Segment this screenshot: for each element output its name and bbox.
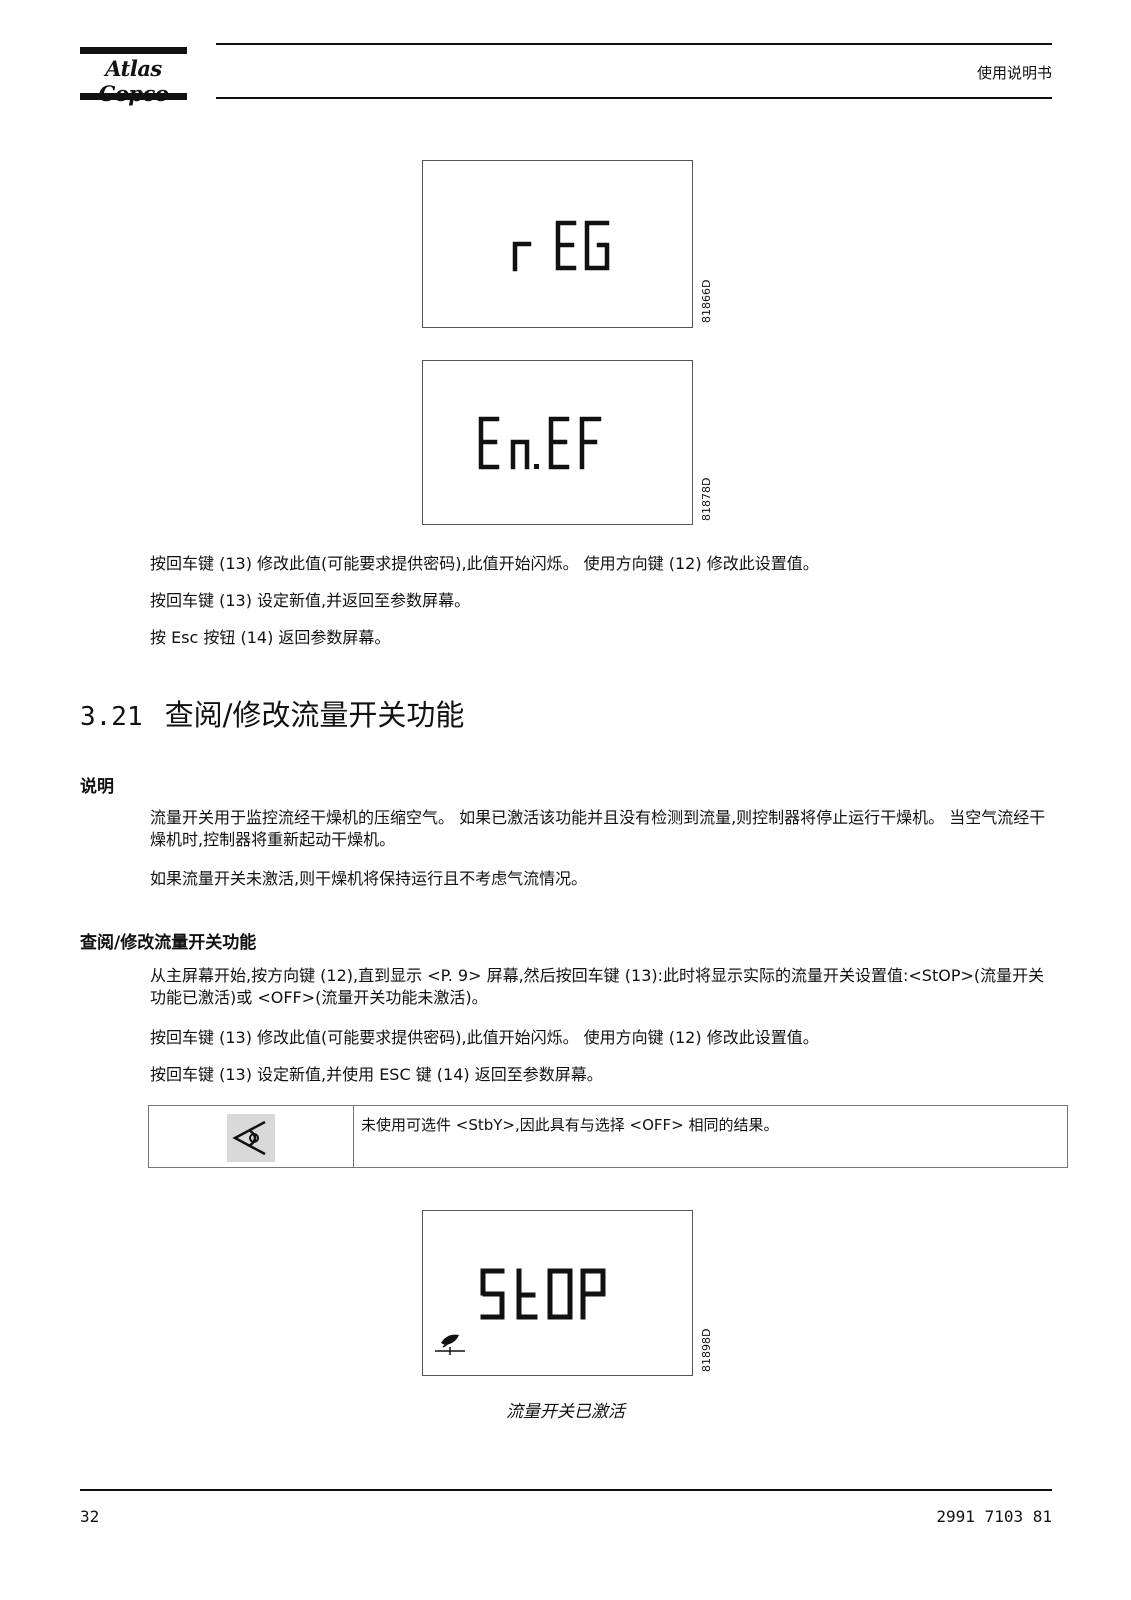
lcd-display-enef — [422, 360, 693, 525]
procedure-paragraph-1: 从主屏幕开始,按方向键 (12),直到显示 <P. 9> 屏幕,然后按回车键 (… — [150, 966, 1045, 1007]
lcd-enef-segments — [478, 416, 602, 470]
footer-rule — [80, 1489, 1052, 1491]
header-rule-bottom — [216, 97, 1052, 99]
note-table: 未使用可选件 <StbY>,因此具有与选择 <OFF> 相同的结果。 — [148, 1105, 1068, 1168]
eye-icon — [227, 1114, 275, 1162]
procedure-paragraph-3: 按回车键 (13) 设定新值,并使用 ESC 键 (14) 返回至参数屏幕。 — [150, 1065, 603, 1084]
procedure-heading: 查阅/修改流量开关功能 — [80, 933, 257, 953]
figure-code-2: 81878D — [700, 477, 713, 521]
note-text: 未使用可选件 <StbY>,因此具有与选择 <OFF> 相同的结果。 — [361, 1116, 779, 1134]
lcd-display-stop — [422, 1210, 693, 1376]
description-heading: 说明 — [80, 777, 114, 797]
section-number: 3.21 — [80, 702, 143, 732]
figure-caption: 流量开关已激活 — [506, 1402, 625, 1422]
logo-bar-top — [80, 47, 187, 54]
intro-paragraph-2: 按回车键 (13) 设定新值,并返回至参数屏幕。 — [150, 591, 471, 610]
header-rule-top — [216, 43, 1052, 45]
document-number: 2991 7103 81 — [936, 1507, 1052, 1526]
header-title: 使用说明书 — [976, 64, 1052, 82]
intro-paragraph-1: 按回车键 (13) 修改此值(可能要求提供密码),此值开始闪烁。 使用方向键 (… — [150, 554, 819, 573]
section-heading: 3.21 查阅/修改流量开关功能 — [80, 692, 464, 734]
page-number: 32 — [80, 1507, 100, 1526]
procedure-paragraph-2: 按回车键 (13) 修改此值(可能要求提供密码),此值开始闪烁。 使用方向键 (… — [150, 1028, 819, 1047]
lcd-reg-segments — [512, 220, 610, 272]
logo-bar-bottom — [80, 93, 187, 100]
lcd-display-reg — [422, 160, 693, 328]
intro-paragraph-3: 按 Esc 按钮 (14) 返回参数屏幕。 — [150, 628, 391, 647]
note-divider — [353, 1106, 354, 1167]
figure-code-3: 81898D — [700, 1328, 713, 1372]
flow-switch-icon — [433, 1329, 467, 1357]
description-paragraph-1: 流量开关用于监控流经干燥机的压缩空气。 如果已激活该功能并且没有检测到流量,则控… — [150, 808, 1046, 849]
lcd-stop-segments — [480, 1268, 606, 1320]
description-paragraph-2: 如果流量开关未激活,则干燥机将保持运行且不考虑气流情况。 — [150, 869, 588, 888]
section-title: 查阅/修改流量开关功能 — [164, 698, 465, 732]
figure-code-1: 81866D — [700, 279, 713, 323]
